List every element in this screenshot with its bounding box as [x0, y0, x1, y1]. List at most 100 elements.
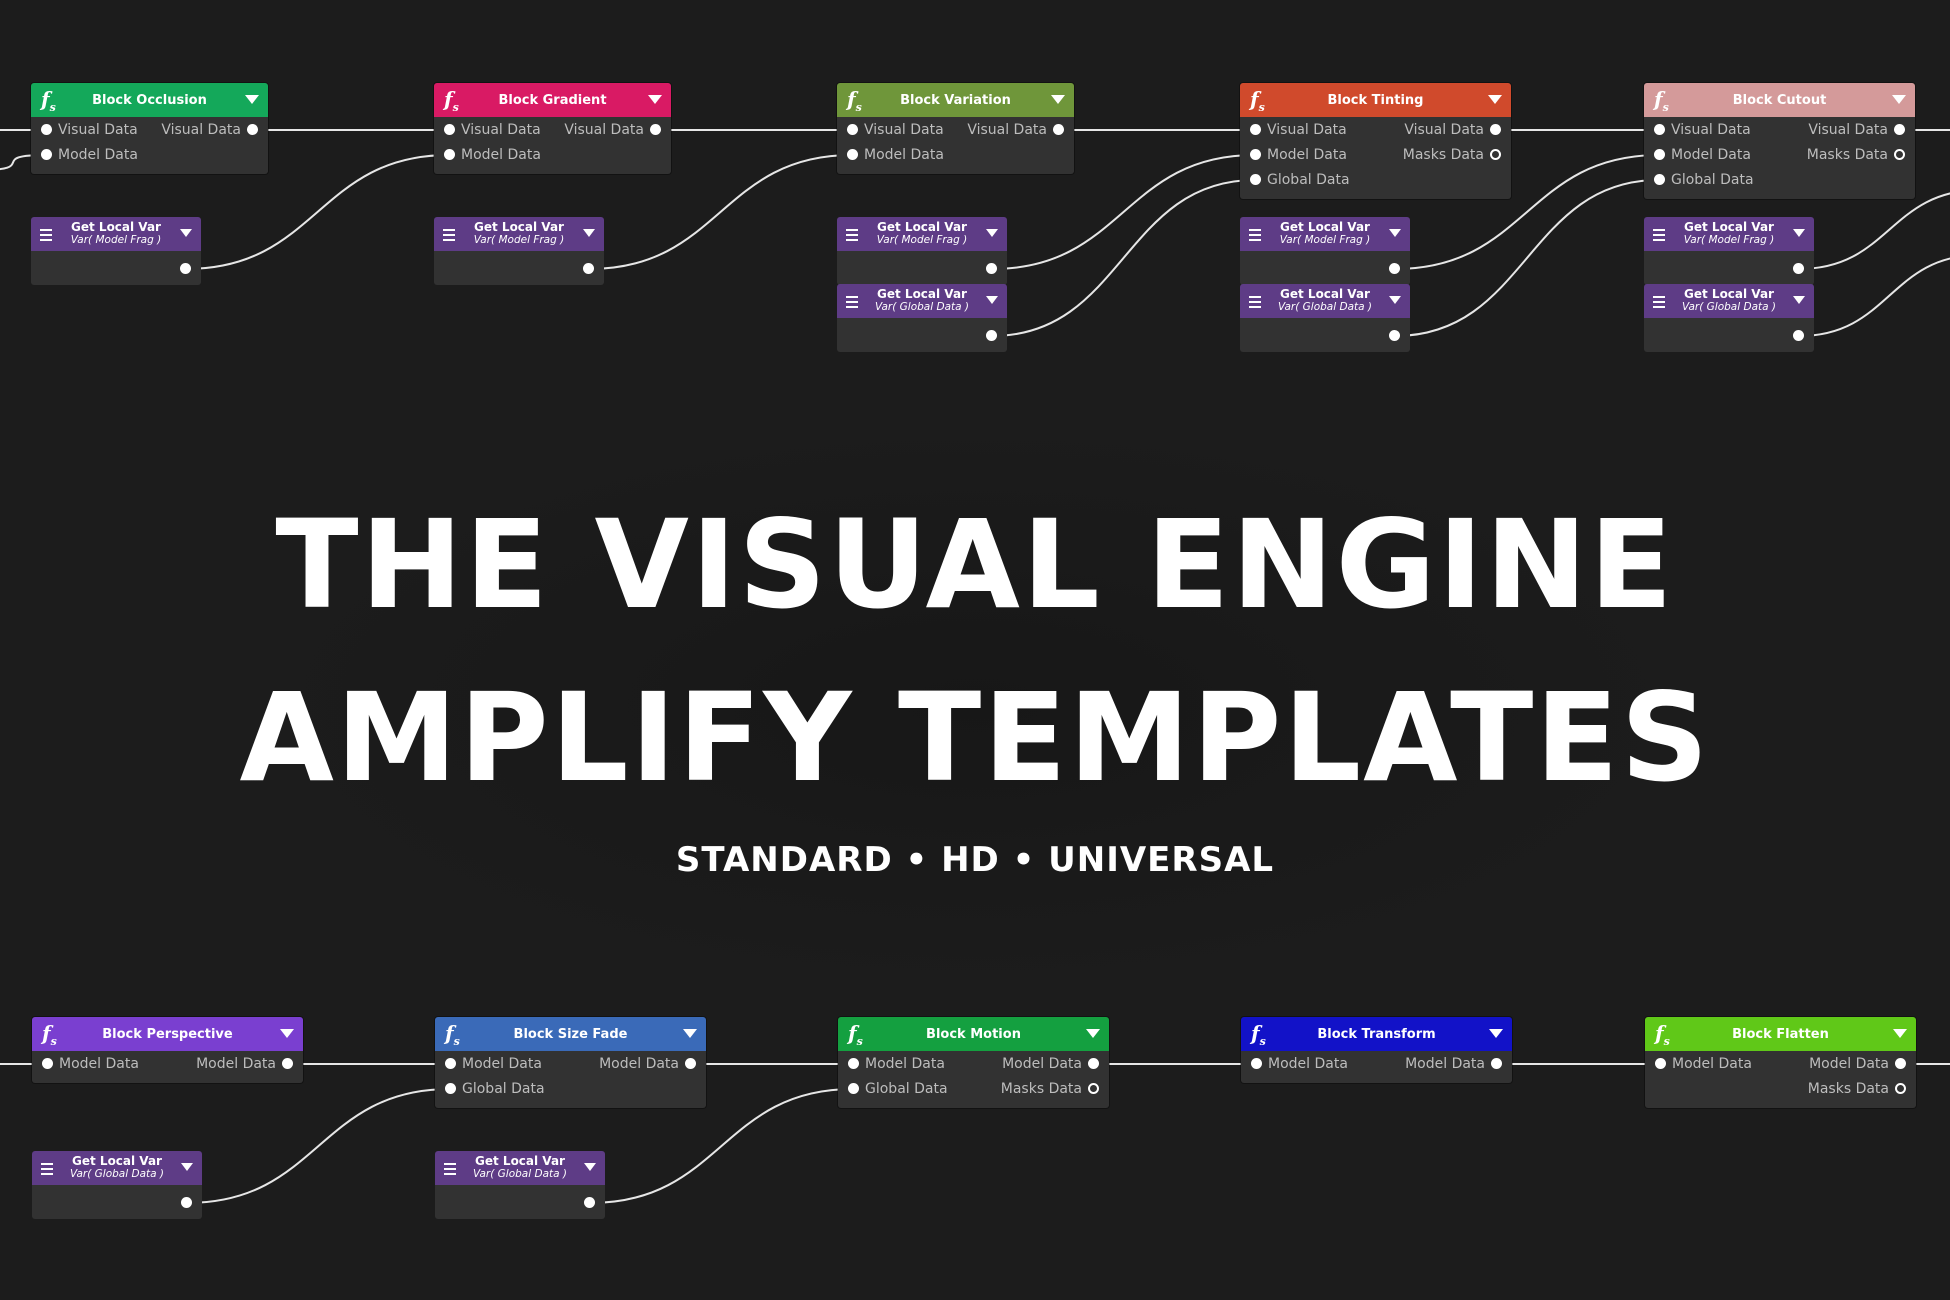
chevron-down-icon[interactable] [683, 1029, 697, 1038]
input-port-dot[interactable] [445, 1083, 456, 1094]
menu-icon[interactable] [444, 1163, 456, 1178]
menu-icon[interactable] [443, 229, 455, 244]
output-port-dot[interactable] [1894, 149, 1905, 160]
chevron-down-icon[interactable] [181, 1163, 193, 1171]
input-port[interactable]: Model Data [1655, 1051, 1752, 1076]
output-port[interactable]: Visual Data [564, 117, 661, 142]
output-port-dot[interactable] [1088, 1058, 1099, 1069]
input-port[interactable]: Global Data [1654, 167, 1754, 192]
input-port[interactable]: Model Data [444, 142, 541, 167]
chevron-down-icon[interactable] [1389, 229, 1401, 237]
output-port-dot[interactable] [650, 124, 661, 135]
chevron-down-icon[interactable] [648, 95, 662, 104]
input-port-dot[interactable] [847, 124, 858, 135]
output-port-dot[interactable] [986, 330, 997, 341]
input-port-dot[interactable] [42, 1058, 53, 1069]
input-port[interactable]: Model Data [1654, 142, 1751, 167]
input-port[interactable]: Model Data [445, 1051, 542, 1076]
output-port-dot[interactable] [1894, 124, 1905, 135]
output-port[interactable]: Masks Data [1807, 142, 1905, 167]
output-port-dot[interactable] [282, 1058, 293, 1069]
input-port[interactable]: Model Data [848, 1051, 945, 1076]
input-port-dot[interactable] [41, 149, 52, 160]
input-port[interactable]: Global Data [445, 1076, 545, 1101]
output-port[interactable]: Model Data [1405, 1051, 1502, 1076]
menu-icon[interactable] [1249, 229, 1261, 244]
output-port-dot[interactable] [247, 124, 258, 135]
output-port-dot[interactable] [1895, 1058, 1906, 1069]
output-port[interactable]: Model Data [1809, 1051, 1906, 1076]
chevron-down-icon[interactable] [1489, 1029, 1503, 1038]
output-port-dot[interactable] [1490, 124, 1501, 135]
output-port-dot[interactable] [1793, 263, 1804, 274]
input-port[interactable]: Model Data [1250, 142, 1347, 167]
output-port[interactable]: Model Data [196, 1051, 293, 1076]
menu-icon[interactable] [1653, 296, 1665, 311]
chevron-down-icon[interactable] [245, 95, 259, 104]
menu-icon[interactable] [41, 1163, 53, 1178]
output-port-dot[interactable] [1491, 1058, 1502, 1069]
input-port-dot[interactable] [847, 149, 858, 160]
input-port-dot[interactable] [848, 1058, 859, 1069]
output-port[interactable]: Visual Data [1808, 117, 1905, 142]
output-port[interactable]: Model Data [1002, 1051, 1099, 1076]
chevron-down-icon[interactable] [1793, 296, 1805, 304]
input-port[interactable]: Model Data [42, 1051, 139, 1076]
output-port-dot[interactable] [1793, 330, 1804, 341]
chevron-down-icon[interactable] [180, 229, 192, 237]
output-port-dot[interactable] [584, 1197, 595, 1208]
input-port[interactable]: Visual Data [847, 117, 944, 142]
chevron-down-icon[interactable] [986, 296, 998, 304]
input-port[interactable]: Global Data [1250, 167, 1350, 192]
menu-icon[interactable] [40, 229, 52, 244]
menu-icon[interactable] [846, 296, 858, 311]
menu-icon[interactable] [846, 229, 858, 244]
input-port-dot[interactable] [41, 124, 52, 135]
output-port-dot[interactable] [1389, 330, 1400, 341]
input-port-dot[interactable] [1251, 1058, 1262, 1069]
chevron-down-icon[interactable] [1892, 95, 1906, 104]
chevron-down-icon[interactable] [1389, 296, 1401, 304]
output-port[interactable]: Masks Data [1001, 1076, 1099, 1101]
output-port[interactable]: Visual Data [161, 117, 258, 142]
output-port-dot[interactable] [181, 1197, 192, 1208]
output-port-dot[interactable] [180, 263, 191, 274]
chevron-down-icon[interactable] [280, 1029, 294, 1038]
output-port[interactable]: Masks Data [1808, 1076, 1906, 1101]
input-port[interactable]: Visual Data [444, 117, 541, 142]
input-port[interactable]: Visual Data [1250, 117, 1347, 142]
menu-icon[interactable] [1249, 296, 1261, 311]
input-port-dot[interactable] [1250, 174, 1261, 185]
input-port-dot[interactable] [1655, 1058, 1666, 1069]
